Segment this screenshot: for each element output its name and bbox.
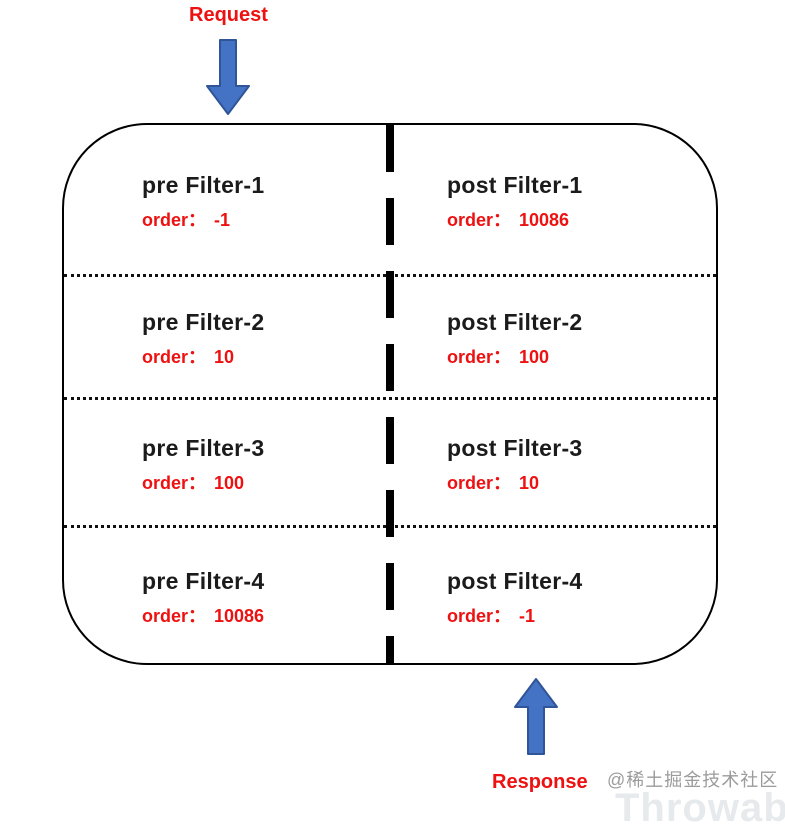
order-value: 10086 (519, 209, 570, 230)
order-value: 100 (214, 472, 245, 493)
order-value: 10 (214, 347, 235, 367)
pre-filter-3-order: order： 100 (142, 469, 390, 495)
request-arrow-down-icon (205, 39, 251, 116)
post-filter-3-cell: post Filter-3 order： 10 (390, 400, 716, 525)
order-label: order： (142, 347, 207, 367)
filter-chain-box: pre Filter-1 order： -1 post Filter-1 orde… (62, 123, 718, 665)
response-label: Response (492, 771, 588, 793)
response-arrow-up-icon (513, 677, 559, 755)
post-filter-1-title: post Filter-1 (447, 171, 583, 198)
pre-post-dashed-divider (386, 125, 394, 663)
post-filter-3-order: order： 10 (447, 469, 716, 495)
pre-filter-3-cell: pre Filter-3 order： 100 (64, 400, 390, 525)
pre-filter-1-order: order： -1 (142, 206, 390, 232)
order-label: order： (447, 605, 512, 626)
watermark-name-text: Throwable (615, 786, 785, 830)
order-label: order： (142, 209, 207, 230)
watermark-community-text: @稀土掘金技术社区 (607, 770, 779, 790)
pre-filter-4-title: pre Filter-4 (142, 567, 265, 594)
filter-row-1: pre Filter-1 order： -1 post Filter-1 orde… (64, 125, 716, 274)
post-filter-2-cell: post Filter-2 order： 100 (390, 277, 716, 397)
order-label: order： (447, 472, 512, 493)
post-filter-2-order: order： 100 (447, 343, 716, 369)
order-label: order： (142, 605, 207, 626)
pre-filter-4-order: order： 10086 (142, 602, 390, 628)
post-filter-3-title: post Filter-3 (447, 434, 583, 461)
pre-filter-2-cell: pre Filter-2 order： 10 (64, 277, 390, 397)
order-value: -1 (214, 209, 231, 230)
pre-filter-2-order: order： 10 (142, 343, 390, 369)
order-value: -1 (519, 605, 536, 626)
post-filter-1-order: order： 10086 (447, 206, 716, 232)
pre-filter-2-title: pre Filter-2 (142, 309, 265, 335)
post-filter-4-order: order： -1 (447, 602, 716, 628)
pre-filter-4-cell: pre Filter-4 order： 10086 (64, 528, 390, 663)
post-filter-1-cell: post Filter-1 order： 10086 (390, 125, 716, 274)
order-label: order： (142, 472, 207, 493)
request-label: Request (189, 4, 268, 26)
order-value: 100 (519, 347, 550, 367)
pre-filter-1-cell: pre Filter-1 order： -1 (64, 125, 390, 274)
pre-filter-3-title: pre Filter-3 (142, 434, 265, 461)
order-label: order： (447, 347, 512, 367)
order-value: 10086 (214, 605, 265, 626)
post-filter-4-cell: post Filter-4 order： -1 (390, 528, 716, 663)
order-label: order： (447, 209, 512, 230)
post-filter-2-title: post Filter-2 (447, 309, 583, 335)
order-value: 10 (519, 472, 540, 493)
pre-filter-1-title: pre Filter-1 (142, 171, 265, 198)
post-filter-4-title: post Filter-4 (447, 567, 583, 594)
